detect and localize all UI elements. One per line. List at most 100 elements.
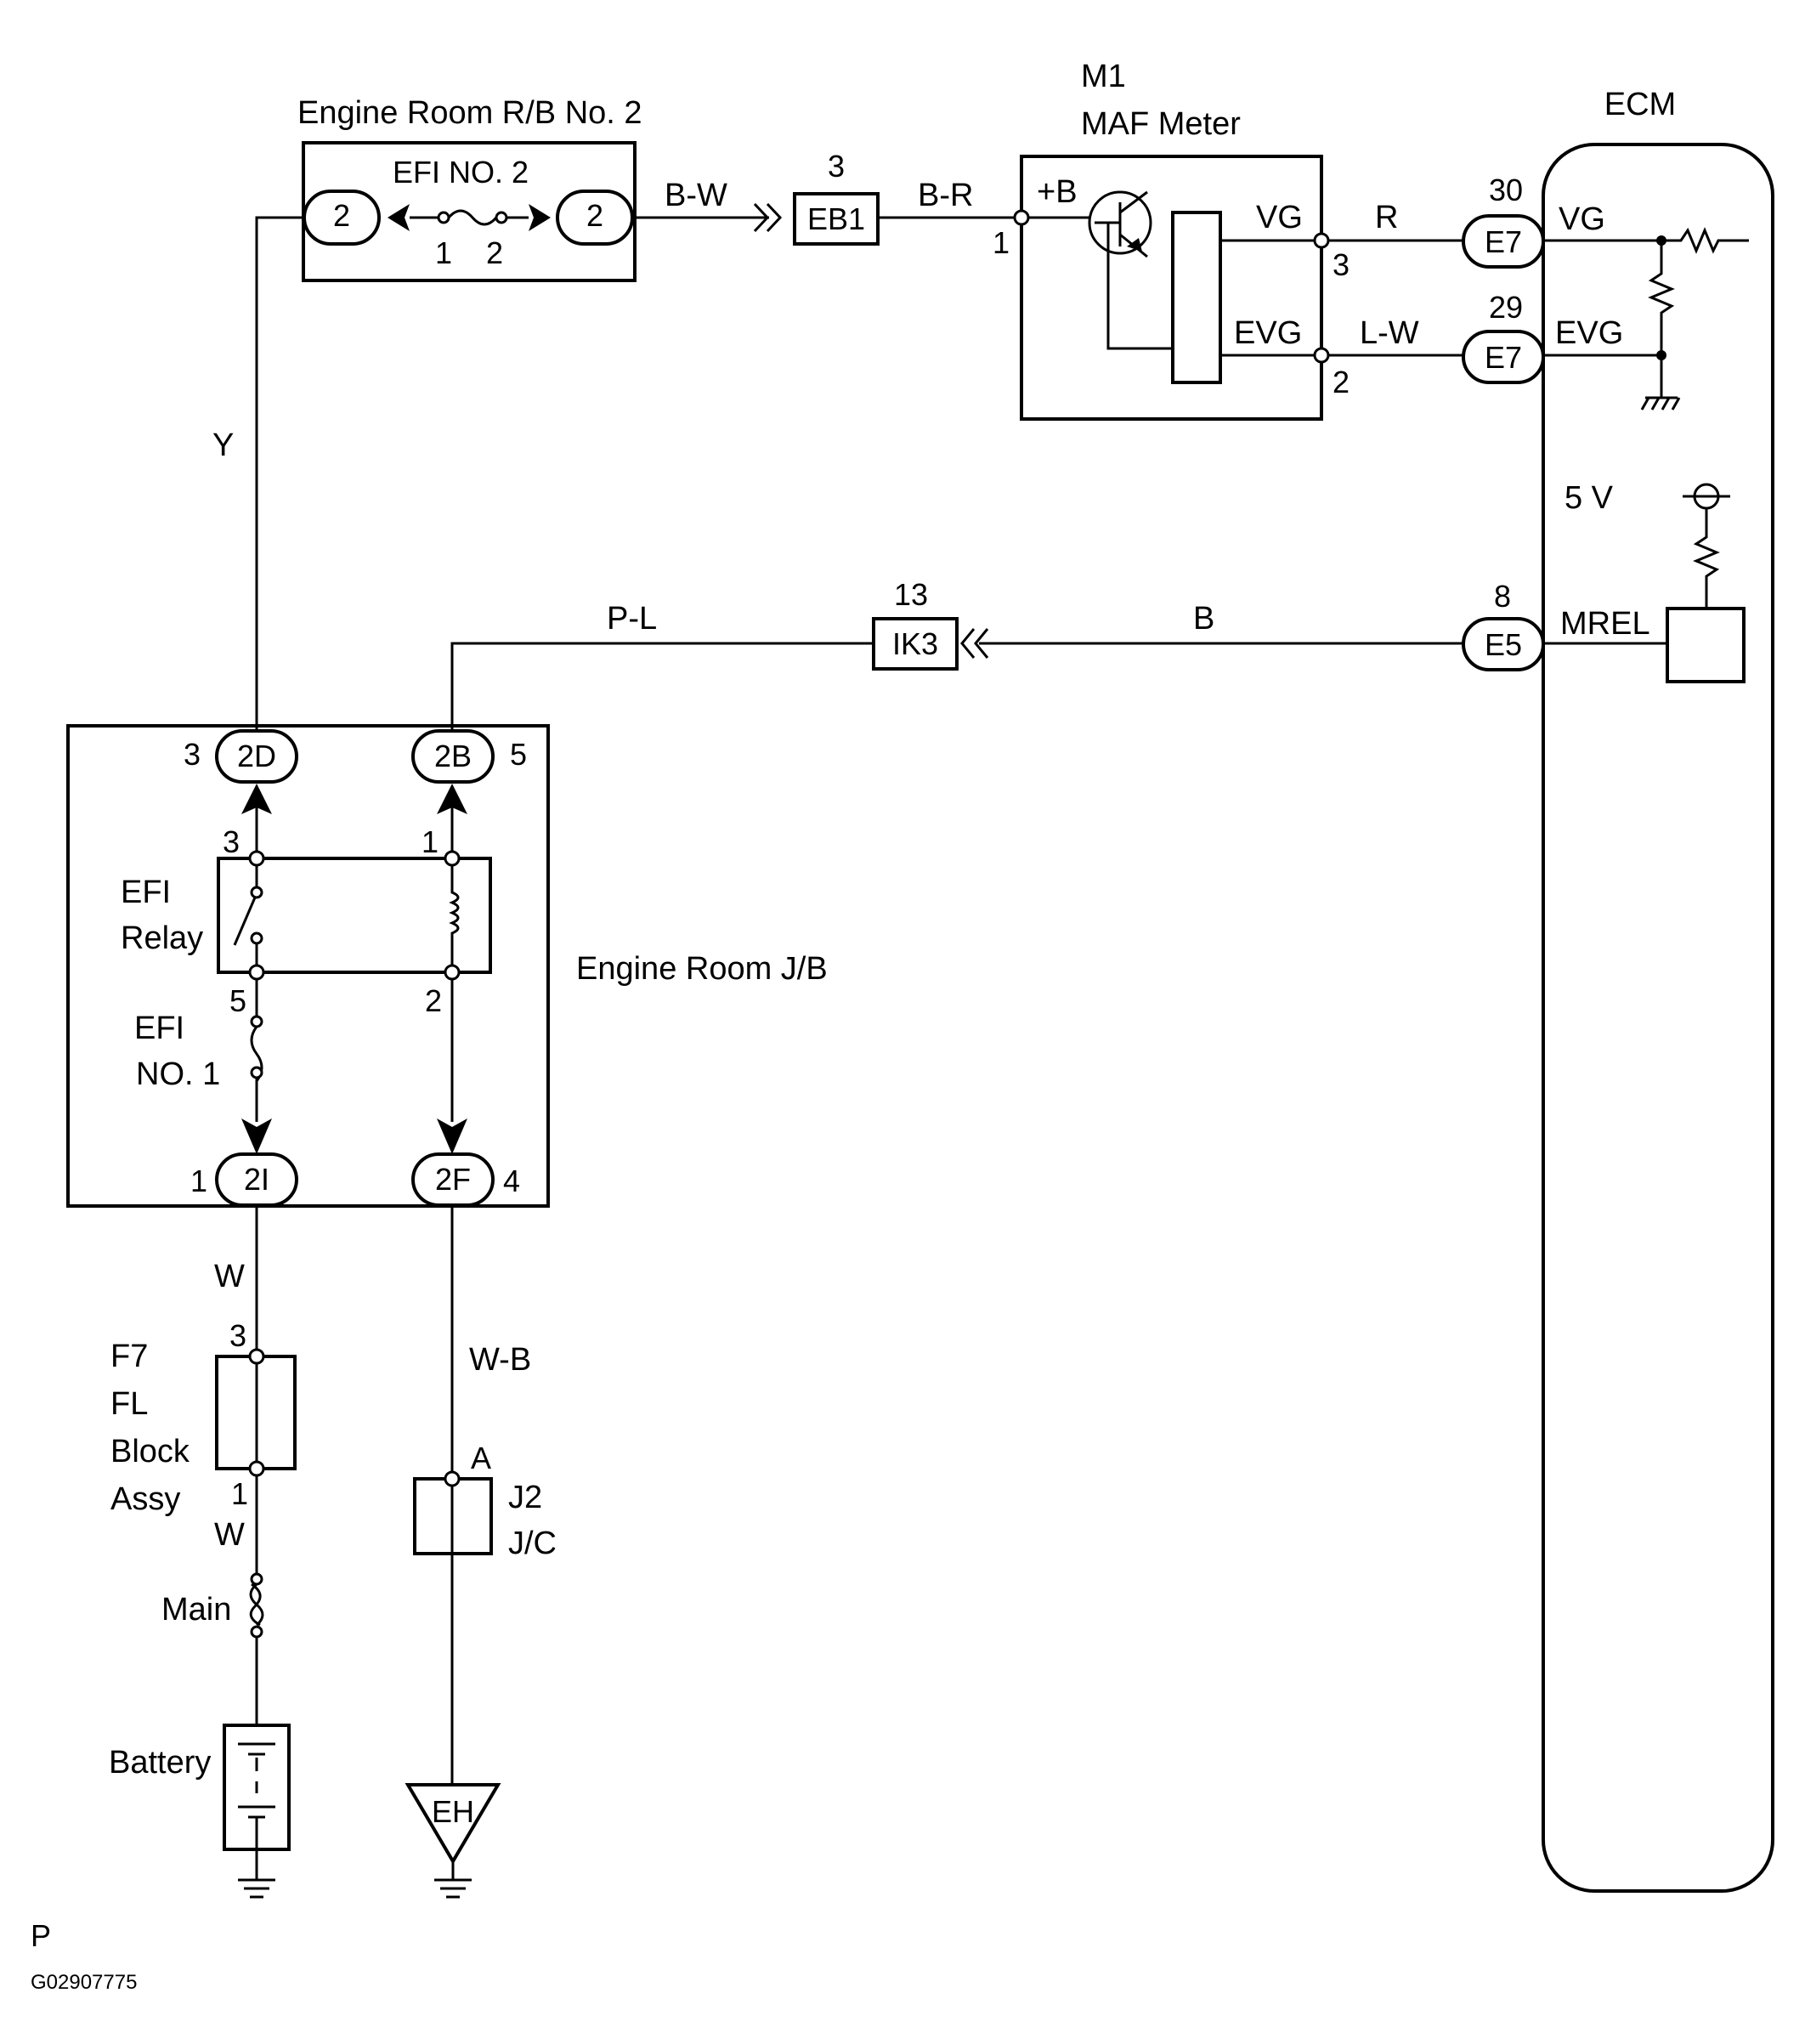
j2-label-1: J2 [508,1480,542,1515]
c2i-pin: 1 [190,1164,207,1198]
rb2-arrow-right-icon [529,204,551,231]
maf-pin-3: 3 [1333,247,1350,282]
ecm: ECM VG EVG MREL 5 V [1542,87,1774,1893]
connector-2b-label: 2B [434,739,472,773]
connector-2d-label: 2D [237,739,276,773]
rb2-connector-right-label: 2 [586,198,603,233]
wires [255,216,1463,1785]
fuse2-pin-1: 1 [435,235,452,270]
connector-2i-label: 2I [244,1162,269,1197]
eb1-box [793,192,880,246]
fuse2-terminal-2 [495,211,508,224]
c2f-pin: 4 [503,1164,520,1198]
maf-terminal-evg-label: EVG [1234,315,1302,351]
wire-label-w-top: W [214,1259,245,1294]
wire-label-r: R [1375,200,1398,235]
efi-no2-label: EFI NO. 2 [393,155,529,190]
fuse-efi-no2-icon [447,209,498,226]
maf-terminal-b-label: +B [1037,174,1078,210]
connector-2b [411,729,495,784]
connector-e7-evg-label: E7 [1485,340,1522,375]
relay-pin-5: 5 [229,983,246,1018]
ground-eh: EH [405,1783,501,1899]
ground-eh-label: EH [432,1794,474,1829]
wire-y [255,216,303,756]
wire-label-l-w: L-W [1360,315,1419,351]
connector-2d [215,729,298,784]
jb-box [66,724,550,1208]
maf-name: MAF Meter [1081,106,1241,142]
f7-pin-1: 1 [231,1476,248,1511]
relay-switch-icon [233,897,257,946]
f7-fl-block: F7 FL Block Assy 3 1 [110,1318,297,1517]
maf-terminal-vg [1313,232,1330,249]
eb1-arrow-outer-icon [753,202,770,233]
j2-junction-connector: A J2 J/C [413,1441,557,1561]
connector-e5-label: E5 [1485,627,1522,662]
wire-label-y: Y [212,427,234,463]
c2b-pin: 5 [510,737,527,772]
j2-label-2: J/C [508,1526,557,1561]
ecm-title: ECM [1604,87,1676,122]
maf-meter: M1 MAF Meter +B 1 VG EVG 3 2 [993,59,1350,421]
c2d-pin: 3 [184,737,201,772]
connector-e7-vg-label: E7 [1485,224,1522,259]
relay-pin-3: 3 [223,824,240,859]
ground-eh-icon [434,1861,472,1899]
maf-code: M1 [1081,59,1126,94]
ecm-ground-icon [1640,396,1681,410]
eb1-label: EB1 [807,201,865,236]
ecm-connectors: 30 E7 29 E7 8 E5 [1462,173,1545,671]
rb2-connector-left [303,190,381,246]
eb1-pin: 3 [828,149,845,184]
f7-label-1: F7 [110,1339,148,1374]
wire-label-w-bottom: W [214,1517,245,1553]
rb2-arrow-left-icon [388,204,410,231]
ik3-arrow-outer-icon [974,628,989,659]
relay-pin-1: 1 [422,824,439,859]
f7-pin-3: 3 [229,1318,246,1353]
maf-pin-1: 1 [993,225,1010,260]
maf-box [1020,155,1323,421]
ik3-pin: 13 [894,577,928,612]
ecm-terminal-vg: VG [1559,201,1605,237]
efi-no1-label-1: EFI [134,1011,184,1046]
efi-relay-box [217,857,492,974]
eb1-arrow-inner-icon [766,202,783,233]
wire-label-b-w: B-W [665,178,727,213]
wire-label-b-r: B-R [918,178,973,213]
main-fuse-label: Main [161,1592,231,1628]
ik3-label: IK3 [892,626,938,661]
e7-evg-pin: 29 [1489,290,1523,325]
j2-pin-a: A [471,1441,491,1475]
rb2-connector-left-label: 2 [333,198,350,233]
fuse2-pin-2: 2 [486,235,503,270]
c2b-arrow-icon [437,784,467,814]
connector-ik3: 13 IK3 [872,577,989,671]
ecm-terminal-mrel: MREL [1560,606,1650,642]
f7-label-3: Block [110,1434,190,1469]
rb2-title: Engine Room R/B No. 2 [297,95,642,131]
main-fuse: Main [161,1572,264,1639]
ground-eh-triangle-icon [405,1783,501,1865]
ik3-arrow-inner-icon [960,628,976,659]
ecm-pulldown-resistor-icon [1648,241,1675,355]
e5-pin: 8 [1494,579,1511,614]
wire-label-b: B [1193,601,1214,637]
battery: Battery [109,1724,291,1899]
maf-transistor-icon [1088,190,1152,255]
rb2-connector-right [556,190,634,246]
wire-label-p-l: P-L [607,601,657,637]
connector-2f [411,1152,495,1207]
ik3-box [872,617,959,671]
relay-coil-icon [449,865,460,965]
connector-2i [215,1152,298,1207]
ecm-mrel-driver-block [1666,607,1746,683]
ecm-mrel-resistor-icon [1693,508,1720,609]
battery-cells-icon [238,1742,275,1849]
ecm-vg-resistor-icon [1543,227,1749,254]
efi-no1-label-2: NO. 1 [136,1056,220,1092]
efi-relay-label-2: Relay [121,920,203,956]
